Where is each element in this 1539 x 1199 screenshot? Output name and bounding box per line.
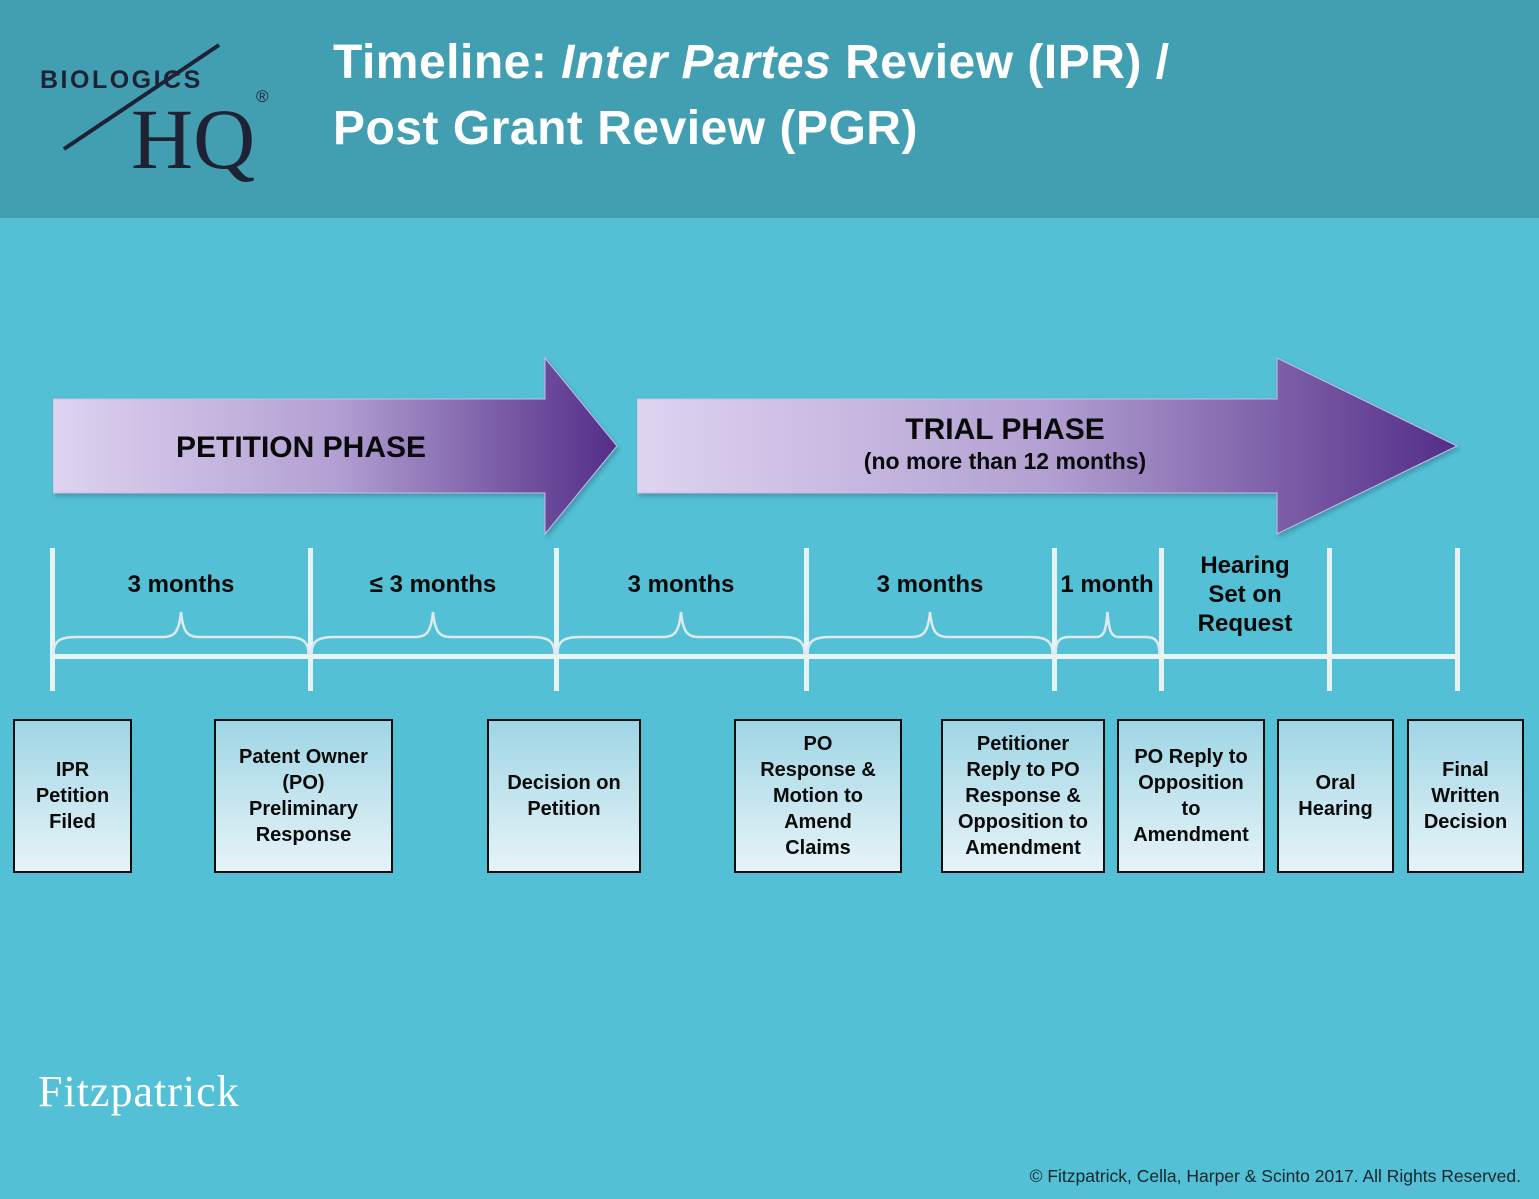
page-title: Timeline: Inter Partes Review (IPR) / Po…	[333, 30, 1493, 162]
petition-phase-label: PETITION PHASE	[175, 431, 427, 464]
header-band: BIOLOGICS HQ ® Timeline: Inter Partes Re…	[0, 0, 1539, 218]
timeline-tick	[1159, 548, 1164, 691]
timeline-tick	[1327, 548, 1332, 691]
title-italic: Inter Partes	[561, 36, 832, 89]
event-label: IPR Petition Filed	[35, 759, 110, 833]
biologics-hq-logo: BIOLOGICS HQ ®	[40, 43, 269, 187]
logo-brand-text: BIOLOGICS	[40, 66, 203, 94]
event-box-po-response-motion-to-amend: PO Response & Motion to Amend Claims	[734, 719, 902, 873]
event-label: Petitioner Reply to PO Response & Opposi…	[958, 733, 1088, 859]
timeline-axis	[52, 654, 1459, 659]
logo-slash-icon	[62, 43, 221, 151]
trial-phase-note: (no more than 12 months)	[863, 448, 1147, 474]
interval-label-3: 3 months	[627, 571, 735, 598]
event-box-petitioner-reply: Petitioner Reply to PO Response & Opposi…	[941, 719, 1105, 873]
timeline-tick	[50, 548, 55, 691]
event-box-final-written-decision: Final Written Decision	[1407, 719, 1524, 873]
trial-phase-title: TRIAL PHASE	[905, 413, 1105, 446]
brace-icon	[806, 611, 1054, 655]
timeline-tick	[308, 548, 313, 691]
event-label: PO Response & Motion to Amend Claims	[760, 733, 876, 859]
brace-icon	[1054, 611, 1161, 655]
event-box-oral-hearing: Oral Hearing	[1277, 719, 1394, 873]
logo-registered-mark: ®	[256, 87, 269, 106]
interval-label-hearing: Hearing Set on Request	[1197, 552, 1293, 637]
event-label: Decision on Petition	[507, 772, 621, 820]
interval-label-1: 3 months	[127, 571, 235, 598]
brace-icon	[556, 611, 806, 655]
event-label: Patent Owner (PO) Preliminary Response	[239, 746, 368, 846]
copyright-notice: © Fitzpatrick, Cella, Harper & Scinto 20…	[1029, 1166, 1521, 1186]
timeline-tick	[804, 548, 809, 691]
petition-phase-arrow	[53, 356, 618, 536]
event-label: PO Reply to Opposition to Amendment	[1133, 746, 1249, 846]
brace-icon	[52, 611, 310, 655]
interval-label-5: 1 month	[1060, 571, 1154, 598]
event-box-decision-on-petition: Decision on Petition	[487, 719, 641, 873]
title-suffix: Review (IPR) /	[831, 36, 1170, 89]
logo-monogram-text: HQ	[131, 91, 255, 187]
fitzpatrick-logo: Fitzpatrick	[38, 1067, 240, 1116]
interval-label-2: ≤ 3 months	[369, 571, 497, 598]
title-prefix: Timeline:	[333, 36, 562, 89]
brace-icon	[310, 611, 556, 655]
event-box-po-preliminary-response: Patent Owner (PO) Preliminary Response	[214, 719, 393, 873]
event-label: Oral Hearing	[1298, 772, 1373, 820]
trial-phase-arrow	[637, 357, 1459, 535]
timeline-tick	[554, 548, 559, 691]
event-box-ipr-petition-filed: IPR Petition Filed	[13, 719, 132, 873]
event-label: Final Written Decision	[1423, 759, 1508, 833]
timeline-tick	[1455, 548, 1460, 691]
timeline-tick	[1052, 548, 1057, 691]
trial-phase-label: TRIAL PHASE (no more than 12 months)	[647, 413, 1363, 475]
event-box-po-reply-to-opposition: PO Reply to Opposition to Amendment	[1117, 719, 1265, 873]
title-line2: Post Grant Review (PGR)	[333, 102, 918, 155]
interval-label-4: 3 months	[876, 571, 984, 598]
